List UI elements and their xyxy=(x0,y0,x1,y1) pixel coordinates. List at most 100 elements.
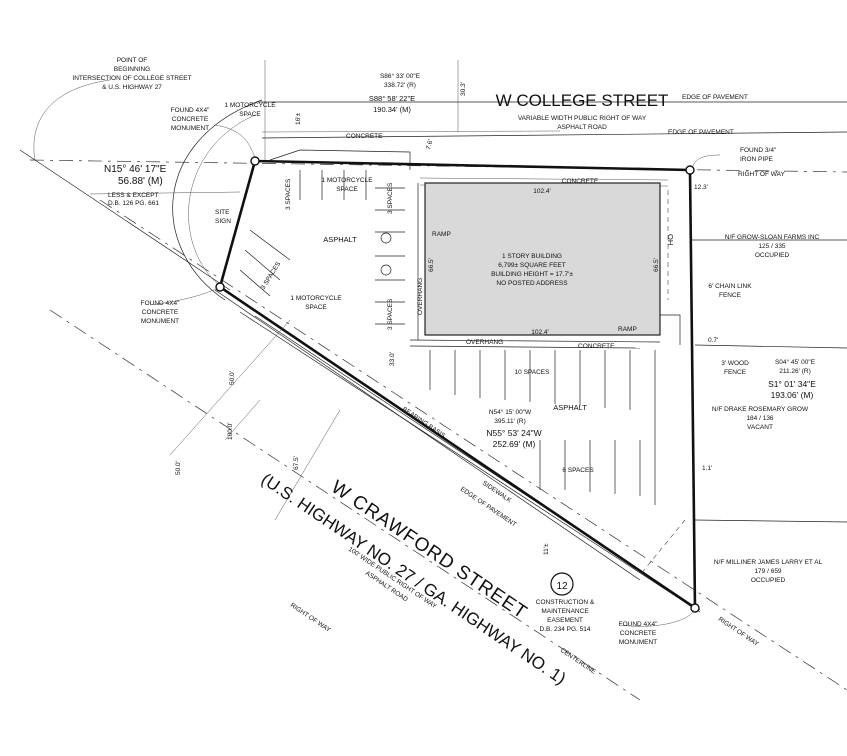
motorcycle-top-1: 1 MOTORCYCLE xyxy=(224,102,276,109)
parking-stripes-west xyxy=(239,170,405,325)
chain-fence-2: FENCE xyxy=(719,292,742,299)
dim-102-top: 102.4' xyxy=(533,188,551,195)
milliner-1: N/F MILLINER JAMES LARRY ET AL xyxy=(714,559,823,566)
concrete-south: CONCRETE xyxy=(578,343,615,350)
dim-16: 16'± xyxy=(295,113,302,125)
monument-se-1: FOUND 4X4" xyxy=(619,621,658,628)
spaces-6: 6 SPACES xyxy=(562,467,594,474)
crawford-dims xyxy=(169,319,341,521)
overhang-bottom: OVERHANG xyxy=(466,339,503,346)
monument-nw-2: CONCRETE xyxy=(172,116,209,123)
west-bearing-2: 56.88' (M) xyxy=(118,176,163,187)
pob-line-4: & U.S. HIGHWAY 27 xyxy=(102,84,162,91)
south-bearing-rec-2: 395.11' (R) xyxy=(494,418,525,425)
building-line-4: NO POSTED ADDRESS xyxy=(496,280,568,287)
easement-marker xyxy=(550,572,574,596)
overhang-left: OVERHANG xyxy=(417,278,424,315)
monument-sw-3: MONUMENT xyxy=(141,318,179,325)
monument-se xyxy=(690,603,700,613)
less-except-2: D.B. 126 PG. 661 xyxy=(108,200,159,207)
pipe-2: IRON PIPE xyxy=(740,156,774,163)
dim-67-5: 67.5' xyxy=(293,456,300,470)
dim-66-5-left: 66.5' xyxy=(428,258,435,272)
monument-nw-1: FOUND 4X4" xyxy=(171,107,210,114)
monument-sw xyxy=(215,282,225,292)
milliner-3: OCCUPIED xyxy=(751,577,786,584)
college-street-name: W COLLEGE STREET xyxy=(496,91,669,110)
curb-arc xyxy=(172,99,263,301)
spaces-3-b: 3 SPACES xyxy=(387,182,394,214)
spaces-3-d: 3 SPACES xyxy=(387,298,394,330)
spaces-3-a: 3 SPACES xyxy=(285,178,292,210)
building-line-2: 6,799± SQUARE FEET xyxy=(498,262,566,269)
monument-sw-2: CONCRETE xyxy=(142,309,179,316)
motorcycle-low-2: SPACE xyxy=(305,304,327,311)
wood-fence-2: FENCE xyxy=(724,369,747,376)
building-footprint xyxy=(424,182,661,336)
monument-sw-1: FOUND 4X4" xyxy=(141,300,180,307)
dim-102-bottom: 102.4' xyxy=(531,329,549,336)
less-except-1: LESS & EXCEPT xyxy=(108,192,159,199)
monument-nw-3: MONUMENT xyxy=(171,125,209,132)
easement-3: EASEMENT xyxy=(547,617,583,624)
easement-number: 12 xyxy=(556,581,568,592)
building-line-1: 1 STORY BUILDING xyxy=(502,253,562,260)
drake-2: 184 / 136 xyxy=(746,415,773,422)
ramp-1: RAMP xyxy=(432,231,451,238)
wood-fence-1: 3' WOOD xyxy=(721,360,749,367)
concrete-top: CONCRETE xyxy=(346,133,383,140)
spaces-3-c: 3 SPACES xyxy=(260,260,283,291)
spaces-10: 10 SPACES xyxy=(515,369,551,376)
crawford-highway: (U.S. HIGHWAY NO. 27 / GA. HIGHWAY NO. 1… xyxy=(258,470,570,689)
right-of-way-se: RIGHT OF WAY xyxy=(717,616,760,648)
drake-3: VACANT xyxy=(747,424,773,431)
milliner-2: 179 / 659 xyxy=(754,568,781,575)
grow-sloan-1: N/F GROW-SLOAN FARMS INC xyxy=(725,234,820,241)
site-sign-1: SITE xyxy=(215,209,230,216)
accessible-parking-icon xyxy=(380,232,392,244)
motorcycle-top-2: SPACE xyxy=(239,111,261,118)
dim-50: 50.0' xyxy=(229,371,236,385)
grow-sloan-3: OCCUPIED xyxy=(755,252,790,259)
accessible-parking-icon xyxy=(380,264,392,276)
edge-pavement-top: EDGE OF PAVEMENT xyxy=(682,94,748,101)
drake-1: N/F DRAKE ROSEMARY GROW xyxy=(712,406,809,413)
dim-12-3: 12.3' xyxy=(694,184,708,191)
dim-66-5-right: 66.5' xyxy=(653,258,660,272)
right-of-way-sw: RIGHT OF WAY xyxy=(289,602,332,634)
easement-1: CONSTRUCTION & xyxy=(536,599,595,606)
dim-11: 11'± xyxy=(543,543,550,555)
chain-fence xyxy=(660,314,681,345)
right-of-way-ne: RIGHT OF WAY xyxy=(738,171,785,178)
iron-pipe-ne xyxy=(685,165,695,175)
college-street-sub-2: ASPHALT ROAD xyxy=(557,124,607,131)
chain-fence-1: 6' CHAIN LINK xyxy=(708,283,752,290)
oh-label: OH xyxy=(666,234,675,245)
east-bearing-meas-2: 193.06' (M) xyxy=(771,390,814,400)
east-bearing-rec-1: S04° 45' 00"E xyxy=(775,358,816,366)
north-bearing-rec-2: 338.72' (R) xyxy=(384,82,416,89)
motorcycle-mid-1: 1 MOTORCYCLE xyxy=(321,177,373,184)
easement-dash xyxy=(639,519,686,576)
edge-pavement-mid: EDGE OF PAVEMENT xyxy=(668,129,734,136)
easement-4: D.B. 234 PG. 514 xyxy=(540,626,591,633)
concrete-north: CONCRETE xyxy=(562,178,599,185)
motorcycle-mid-2: SPACE xyxy=(336,186,358,193)
pob-line-2: BEGINNING xyxy=(114,66,150,73)
asphalt-west: ASPHALT xyxy=(323,235,357,244)
north-bearing-meas-1: S88° 58' 22"E xyxy=(369,94,415,103)
south-bearing-meas-1: N55° 53' 24"W xyxy=(486,428,541,438)
south-bearing-meas-2: 252.69' (M) xyxy=(493,439,536,449)
dim-30-3: 30.3' xyxy=(460,82,467,96)
building-line-3: BUILDING HEIGHT = 17.7'± xyxy=(491,271,573,278)
leader-lines xyxy=(33,79,721,627)
monument-se-3: MONUMENT xyxy=(619,639,657,646)
college-street-sub-1: VARIABLE WIDTH PUBLIC RIGHT OF WAY xyxy=(518,115,647,122)
monument-se-2: CONCRETE xyxy=(620,630,657,637)
ramp-2: RAMP xyxy=(618,326,637,333)
site-sign-2: SIGN xyxy=(215,218,231,225)
east-bearing-rec-2: 211.26' (R) xyxy=(779,368,810,375)
pipe-1: FOUND 3/4" xyxy=(740,147,777,154)
parking-stripes-south xyxy=(429,350,656,505)
